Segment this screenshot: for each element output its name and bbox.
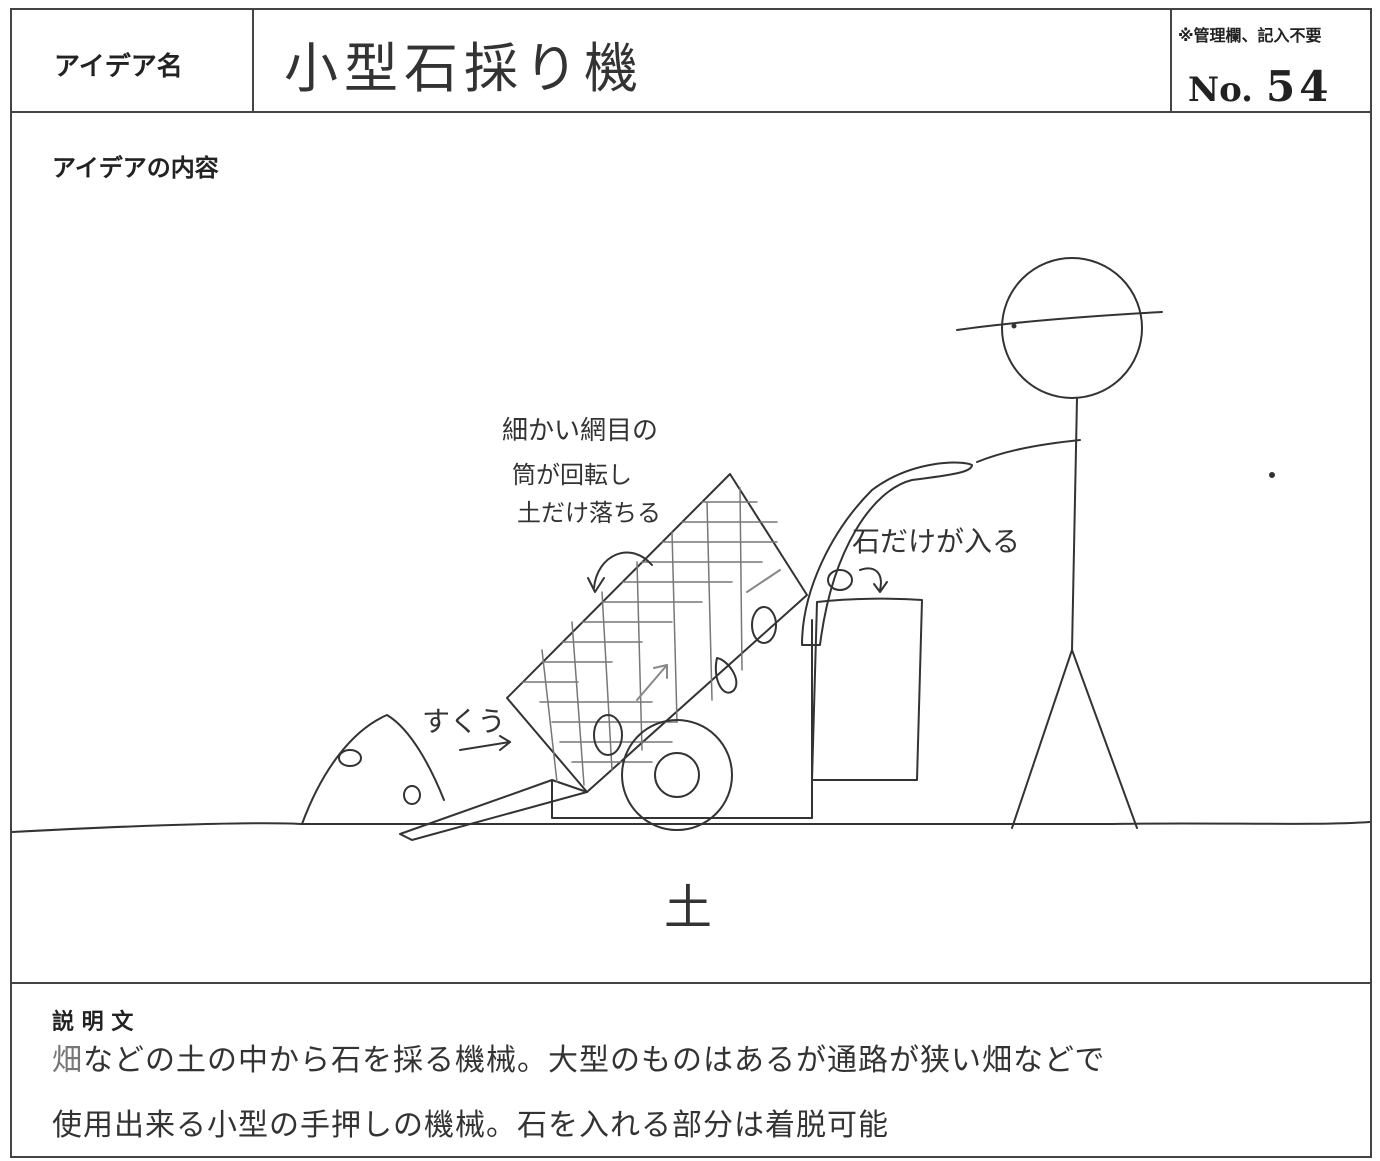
person-arm [976,439,1081,463]
stone-bucket-entering [827,569,853,591]
description-line1-rest: などの土の中から石を採る機械。大型のものはあるが通路が狭い畑などで [83,1043,1106,1078]
scoop-arrow-head [499,735,511,751]
enter-arrow-head [873,581,888,593]
description-line2: 使用出来る小型の手押しの機械。石を入れる部分は着脱可能 [52,1108,889,1143]
description-line1: 畑などの土の中から石を採る機械。大型のものはあるが通路が狭い畑などで [52,1035,1105,1079]
idea-name-label: アイデア名 [54,52,183,82]
content-section-label: アイデアの内容 [52,154,219,182]
stone-bucket [811,597,923,781]
number-prefix: No. [1188,70,1253,110]
scoop-arrow [459,741,511,751]
enter-arrow [859,567,882,591]
header-divider [12,111,1370,113]
annotation-stones-enter: 石だけが入る [852,525,1021,558]
rotation-arrow [593,551,653,589]
label-column-divider [252,10,254,111]
person-body [1071,397,1078,651]
rotation-arrow-head [587,577,605,593]
admin-column-divider [1170,10,1172,111]
description-divider [12,982,1370,984]
idea-name-value: 小型石採り機 [284,37,644,100]
person-cap-brim [956,311,1163,331]
wheel-inner [654,752,700,798]
description-line1-prefix: 畑 [52,1043,83,1078]
idea-form: アイデア名 小型石採り機 ※管理欄、記入不要 No. 54 アイデアの内容 [10,8,1372,1158]
annotation-mesh-line1: 細かい網目の [502,416,659,446]
machine-frame [551,619,813,819]
annotation-soil: 土 [664,880,713,936]
description-label: 説 明 文 [52,1010,134,1035]
stone-mound-2 [403,785,421,805]
push-handle [801,461,973,646]
mesh-drum-outline [506,473,808,793]
stone-mound-1 [338,749,362,767]
ground-line [12,821,1370,833]
annotation-scoop: すくう [422,705,506,738]
scoop-blade [399,779,588,841]
person-leg-right [1071,649,1138,829]
stone-drum-1 [593,714,623,756]
wheel-outer [621,719,733,831]
person-leg-left [1011,649,1073,829]
mesh-drum-hatch [521,487,778,786]
person-head [1001,257,1143,399]
number-value: 54 [1266,62,1333,111]
admin-note: ※管理欄、記入不要 [1178,26,1322,45]
stone-drum-2 [751,606,777,644]
annotation-mesh-line2: 筒が回転し [512,461,632,489]
annotation-mesh-line3: 土だけ落ちる [517,499,661,527]
soil-mound [301,714,445,825]
machine-sketch [12,257,1370,841]
stone-drum-3 [714,657,738,694]
